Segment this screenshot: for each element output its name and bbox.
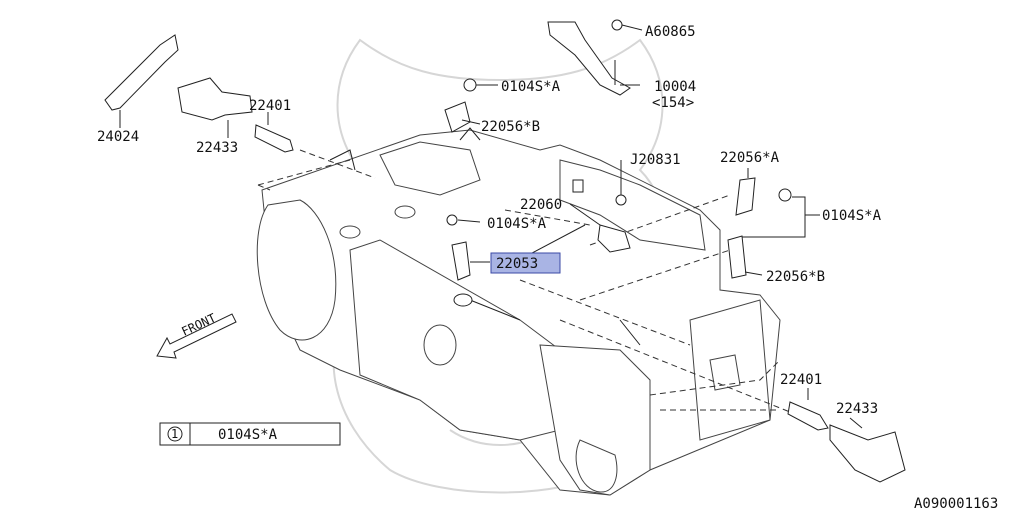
sensor-22053 [451, 241, 471, 281]
bracket-24024 [104, 34, 179, 111]
bolt-a60865 [611, 19, 623, 31]
label-22056a[interactable]: 22056*A [720, 150, 780, 166]
legend-number: 1 [171, 427, 178, 441]
highlight-22053 [490, 252, 561, 274]
label-10004[interactable]: 10004 [654, 79, 696, 95]
label-24024[interactable]: 24024 [97, 129, 139, 145]
spark-plug-22401-left [254, 124, 294, 153]
bolt-j20831 [615, 194, 627, 206]
parts [104, 19, 906, 483]
bracket-10004 [547, 21, 631, 96]
coil-22433-right [829, 424, 906, 483]
front-arrow: FRONT [156, 311, 237, 359]
bolt-0104sa-top [463, 78, 477, 92]
label-22433-right[interactable]: 22433 [836, 401, 878, 417]
label-22056b-right[interactable]: 22056*B [766, 269, 825, 285]
spark-plug-22401-right [787, 401, 829, 431]
engine-block [256, 127, 781, 496]
front-label: FRONT [179, 311, 218, 339]
label-22433-left[interactable]: 22433 [196, 140, 238, 156]
sensor-22056a [735, 177, 756, 216]
guide-lines [257, 149, 811, 421]
sensor-22056b-top [444, 101, 471, 133]
connector-22060 [572, 179, 584, 193]
legend-number-circle [167, 426, 183, 442]
label-154: <154> [652, 95, 694, 111]
label-j20831[interactable]: J20831 [630, 152, 681, 168]
label-22401-right[interactable]: 22401 [780, 372, 822, 388]
label-0104sa-mid[interactable]: 0104S*A [487, 216, 547, 232]
label-a60865[interactable]: A60865 [645, 24, 696, 40]
knock-sensor-22060 [597, 224, 631, 253]
sensor-22056b-right [727, 235, 747, 279]
coil-22433-left [177, 77, 253, 121]
legend-part[interactable]: 0104S*A [218, 427, 278, 443]
diagram-id: A090001163 [914, 496, 998, 512]
part-labels: 24024 22433 22401 0104S*A 22056*B A60865… [97, 24, 882, 417]
label-22060[interactable]: 22060 [520, 197, 562, 213]
bolt-0104sa-mid [446, 214, 458, 226]
label-22056b-top[interactable]: 22056*B [481, 119, 540, 135]
label-22053[interactable]: 22053 [496, 256, 538, 272]
label-22401-left[interactable]: 22401 [249, 98, 291, 114]
label-0104sa-top[interactable]: 0104S*A [501, 79, 561, 95]
leader-lines [119, 24, 863, 429]
label-0104sa-right[interactable]: 0104S*A [822, 208, 882, 224]
legend-box: 1 0104S*A [159, 422, 341, 446]
